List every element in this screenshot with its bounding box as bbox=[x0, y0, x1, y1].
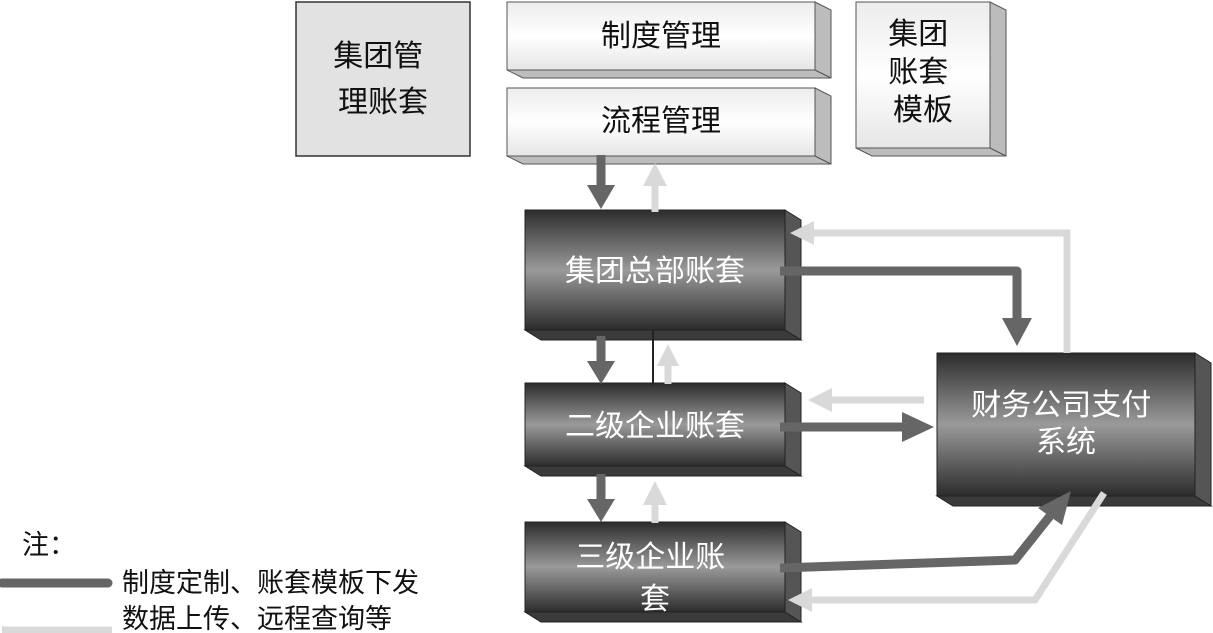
dark-arrow-process-to-hq bbox=[587, 155, 615, 209]
dark-arrow-hq-to-level2 bbox=[587, 336, 615, 384]
group-management-box: 集团管 理账套 bbox=[295, 1, 471, 157]
light-arrow-finance-to-hq bbox=[790, 221, 1071, 353]
svg-text:三级企业账 套: 三级企业账 套 bbox=[575, 540, 735, 617]
dark-arrow-level2-to-level3 bbox=[587, 474, 615, 522]
policy-management-label: 制度管理 bbox=[601, 19, 721, 54]
svg-text:财务公司支付 系统: 财务公司支付 系统 bbox=[971, 388, 1161, 460]
policy-management-box: 制度管理 bbox=[506, 1, 832, 79]
group-hq-box: 集团总部账套 bbox=[523, 209, 803, 341]
finance-company-line-2: 系统 bbox=[1036, 425, 1096, 460]
dark-arrow-level2-to-finance bbox=[780, 412, 934, 442]
dark-arrow-level3-to-finance bbox=[779, 491, 1071, 573]
dark-arrows bbox=[0, 155, 1071, 588]
group-template-line-2: 账套 bbox=[888, 55, 948, 90]
group-template-line-3: 模板 bbox=[893, 93, 953, 128]
group-template-box: 集团 账套 模板 bbox=[855, 1, 1007, 157]
light-arrow-level3-to-level2 bbox=[643, 481, 667, 523]
dark-arrow-hq-to-finance bbox=[780, 266, 1032, 346]
group-hq-label: 集团总部账套 bbox=[565, 254, 745, 289]
process-management-label: 流程管理 bbox=[601, 104, 721, 139]
light-arrows bbox=[2, 163, 1107, 633]
group-management-line-2: 理账套 bbox=[338, 85, 428, 120]
group-template-line-1: 集团 bbox=[888, 17, 948, 52]
light-arrow-finance-to-level2 bbox=[808, 388, 924, 412]
level3-line-2: 套 bbox=[640, 582, 670, 617]
light-arrow-level2-to-hq bbox=[657, 344, 679, 384]
finance-company-line-1: 财务公司支付 bbox=[971, 388, 1151, 423]
legend: 注： 制度定制、账套模板下发 数据上传、远程查询等 bbox=[22, 530, 419, 633]
light-arrow-finance-to-level3 bbox=[788, 491, 1107, 612]
group-management-line-1: 集团管 bbox=[333, 39, 423, 74]
level2-label: 二级企业账套 bbox=[565, 409, 745, 444]
process-management-box: 流程管理 bbox=[506, 87, 832, 165]
svg-text:集团管 理账套: 集团管 理账套 bbox=[333, 39, 433, 120]
legend-title: 注： bbox=[22, 530, 76, 561]
finance-company-box: 财务公司支付 系统 bbox=[935, 352, 1213, 507]
legend-light-label: 数据上传、远程查询等 bbox=[122, 604, 392, 633]
level3-box: 三级企业账 套 bbox=[523, 521, 803, 623]
level3-line-1: 三级企业账 bbox=[575, 540, 725, 575]
light-arrow-hq-to-process bbox=[643, 163, 667, 212]
level2-box: 二级企业账套 bbox=[523, 382, 803, 477]
svg-text:集团 账套 模板: 集团 账套 模板 bbox=[888, 17, 958, 128]
legend-dark-label: 制度定制、账套模板下发 bbox=[122, 568, 419, 599]
